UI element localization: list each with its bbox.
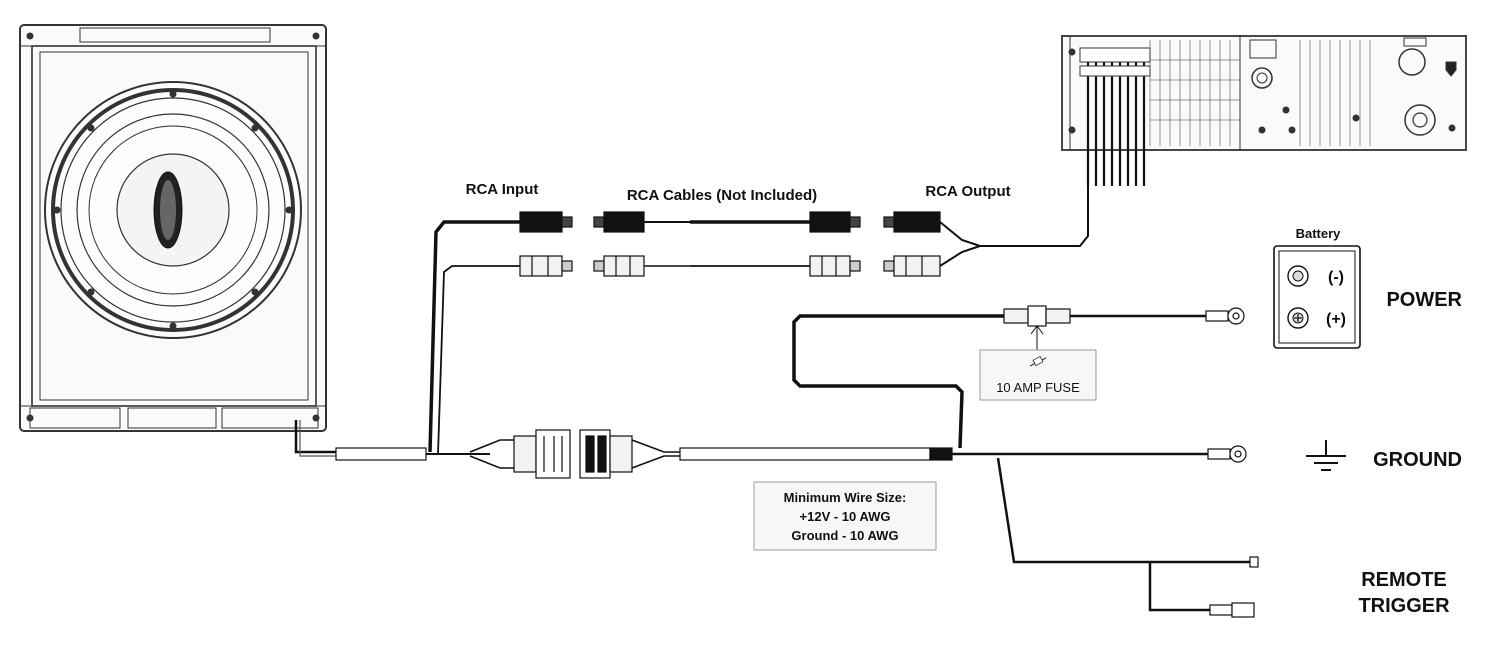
remote-label: REMOTE <box>1361 569 1447 591</box>
harness-connector <box>513 429 633 479</box>
trigger-label: TRIGGER <box>1358 595 1450 617</box>
rca-output-plugs <box>883 211 941 277</box>
ground-icon <box>1306 440 1346 471</box>
battery-negative-label: (-) <box>1328 269 1344 286</box>
rca-cables-label: RCA Cables (Not Included) <box>627 187 817 204</box>
battery-icon <box>1273 245 1361 349</box>
fuse-callout: 10 AMP FUSE <box>979 349 1097 401</box>
wire-size-ground: Ground - 10 AWG <box>791 528 898 543</box>
rca-input-label: RCA Input <box>466 181 539 198</box>
battery-label: Battery <box>1296 226 1342 241</box>
wire-size-power: +12V - 10 AWG <box>800 509 891 524</box>
wires <box>294 186 1250 612</box>
fuse-holder <box>1003 305 1071 350</box>
battery-positive-label: (+) <box>1326 311 1346 328</box>
head-unit-radio <box>1061 35 1467 186</box>
woofer-icon <box>44 81 302 339</box>
wire-size-title: Minimum Wire Size: <box>784 490 907 505</box>
ring-terminals <box>1205 307 1259 618</box>
power-label: POWER <box>1386 289 1462 311</box>
wire-size-note: Minimum Wire Size: +12V - 10 AWG Ground … <box>753 481 937 551</box>
rca-input-plugs <box>519 211 573 277</box>
subwoofer-enclosure <box>19 24 327 432</box>
rca-output-label: RCA Output <box>925 183 1010 200</box>
fuse-label: 10 AMP FUSE <box>996 380 1080 395</box>
rca-cable-plugs <box>593 211 861 277</box>
ground-label: GROUND <box>1373 449 1462 471</box>
